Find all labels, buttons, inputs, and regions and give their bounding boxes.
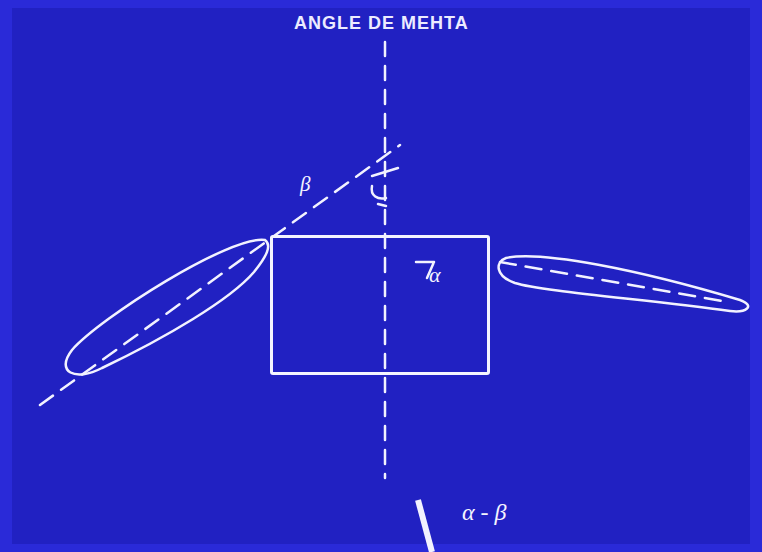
rib-axis-left (40, 145, 400, 405)
formula-label: α - β (462, 500, 507, 524)
pointer-line (418, 500, 432, 552)
angle-label: α (429, 264, 441, 286)
slide-panel (12, 8, 750, 544)
angle-mark (372, 186, 386, 206)
vertical-axis (384, 42, 387, 478)
angle-label: β (300, 174, 310, 195)
left-rib (66, 240, 268, 375)
vertebra-box: α (270, 235, 490, 375)
slide-title: ANGLE DE MEHTA (294, 14, 469, 32)
right-rib (499, 256, 748, 311)
axis-tick (372, 168, 398, 176)
rib-axis-right (500, 262, 722, 301)
